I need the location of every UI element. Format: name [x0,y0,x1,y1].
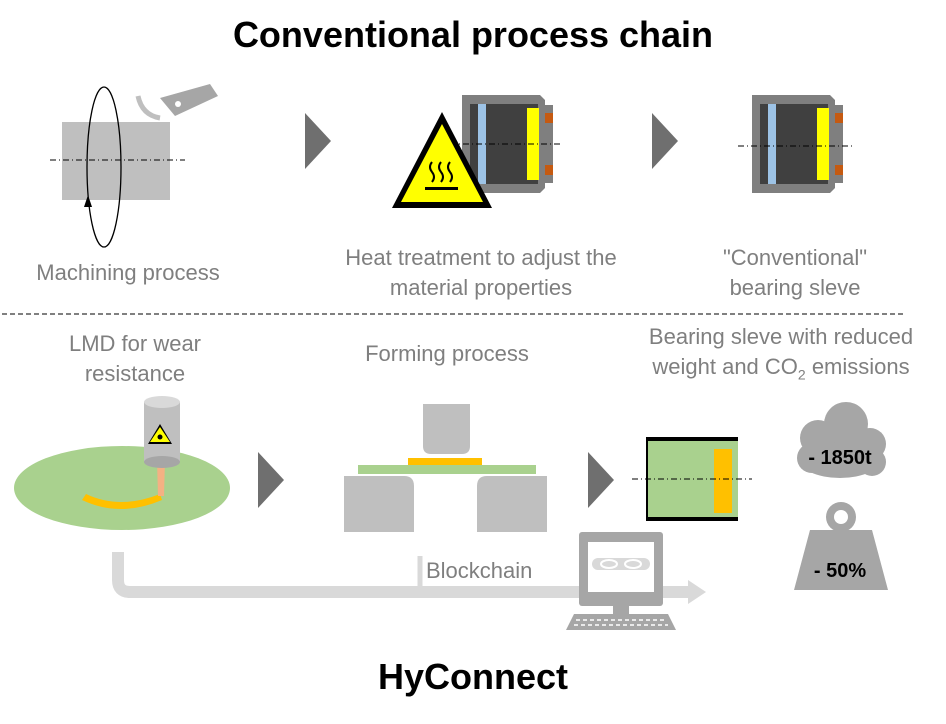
computer-icon [566,532,676,630]
machining-icon [50,84,218,248]
weight-icon [794,502,888,590]
conventional-chain-title: Conventional process chain [232,14,714,55]
heat-treatment-label-line1: Heat treatment to adjust the [345,245,617,270]
result-sleeve-label-line2: weight and CO2 emissions [652,354,910,383]
weight-reduction-value: - 50% [813,560,867,582]
forming-label: Forming process [365,341,529,366]
co2-cloud-icon [797,402,886,478]
result-sleeve-label-line1: Bearing sleve with reduced [648,324,914,349]
process-arrow [652,113,678,169]
hyconnect-title: HyConnect [377,656,569,697]
process-arrow [588,452,614,508]
machining-label: Machining process [36,260,220,285]
blockchain-arrow [112,552,706,604]
warning-hot-surface-icon [392,112,492,208]
conventional-sleeve-icon [738,95,852,193]
conventional-sleeve-label-line1: "Conventional" [722,245,868,270]
conventional-sleeve-label-line2: bearing sleve [729,275,861,300]
process-arrow [305,113,331,169]
lmd-icon [14,396,230,530]
result-sleeve-icon [632,437,752,521]
blockchain-label: Blockchain [426,558,533,583]
forming-press-icon [344,404,547,532]
bearing-sleeve-icon [450,95,562,193]
lmd-label-line1: LMD for wear [68,331,202,356]
co2-reduction-value: - 1850t [808,447,872,469]
heat-treatment-label-line2: material properties [389,275,573,300]
process-arrow [258,452,284,508]
lmd-label-line2: resistance [84,361,186,386]
